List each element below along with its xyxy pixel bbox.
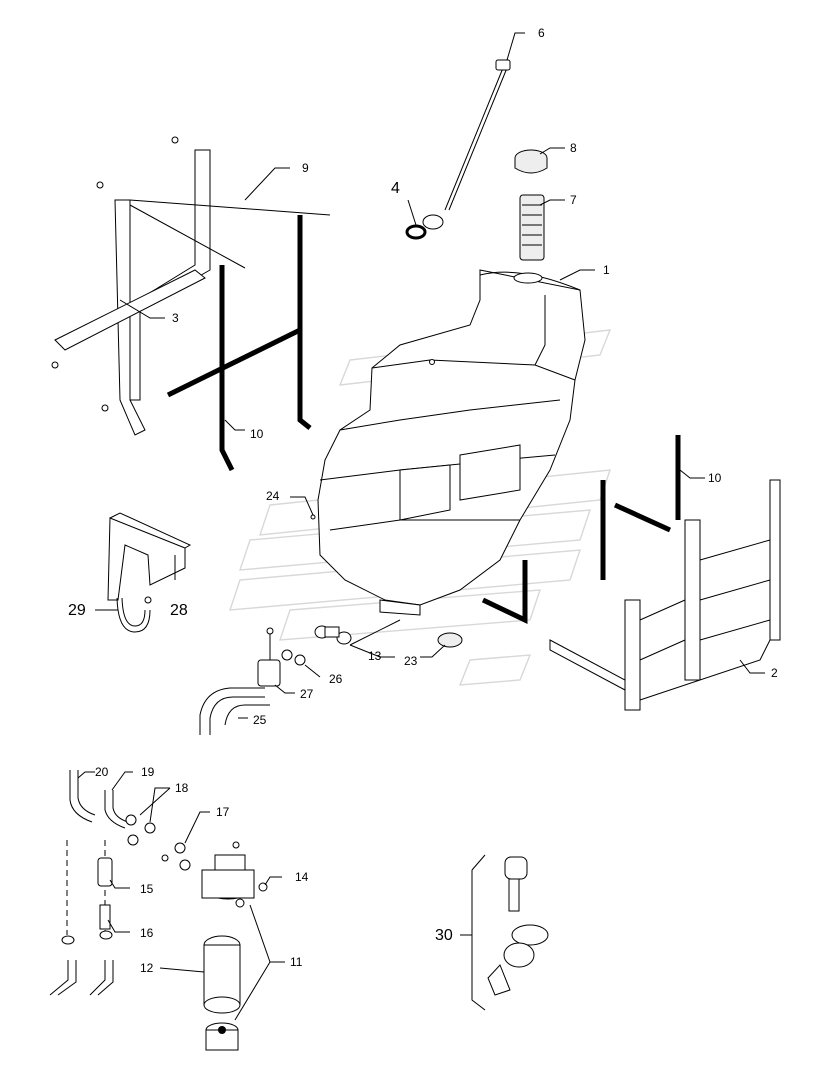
callout-3: 3 xyxy=(172,311,179,325)
callout-6: 6 xyxy=(538,26,545,40)
fuel-filter-head xyxy=(201,841,268,908)
callout-25: 25 xyxy=(253,713,267,727)
small-bracket xyxy=(107,512,192,601)
callout-23: 23 xyxy=(404,654,418,668)
callout-4: 4 xyxy=(391,180,400,197)
callout-17: 17 xyxy=(216,805,230,819)
key-and-cap-kit xyxy=(471,854,549,1011)
fuel-filter-cartridge xyxy=(203,935,241,1051)
callout-8: 8 xyxy=(570,141,577,155)
callout-20: 20 xyxy=(95,765,109,779)
callout-18: 18 xyxy=(175,781,189,795)
hose-lines xyxy=(49,770,129,996)
strap-and-gasket xyxy=(405,59,511,240)
callout-19: 19 xyxy=(141,765,155,779)
callout-27: 27 xyxy=(300,687,314,701)
callout-labels: 1 2 3 4 6 7 8 9 10 10 11 12 13 14 15 16 … xyxy=(68,26,778,975)
left-bracket xyxy=(51,136,331,436)
callout-14: 14 xyxy=(295,870,309,884)
callout-1: 1 xyxy=(603,263,610,277)
strap-left xyxy=(166,215,312,472)
u-clamp xyxy=(116,596,152,633)
filler-cap xyxy=(514,149,548,174)
callout-10-left: 10 xyxy=(250,427,264,441)
callout-24: 24 xyxy=(266,489,280,503)
callout-12: 12 xyxy=(140,961,154,975)
fuel-tank xyxy=(317,269,586,616)
leader-lines xyxy=(77,32,765,1021)
tank-fittings xyxy=(281,514,463,666)
strainer xyxy=(519,194,545,261)
callout-7: 7 xyxy=(570,193,577,207)
callout-26: 26 xyxy=(329,672,343,686)
hoses-and-clamp xyxy=(199,627,281,735)
callout-10-right: 10 xyxy=(708,471,722,485)
callout-2: 2 xyxy=(771,666,778,680)
callout-30: 30 xyxy=(435,927,453,944)
callout-16: 16 xyxy=(140,926,154,940)
callout-28: 28 xyxy=(170,602,188,619)
callout-15: 15 xyxy=(140,882,154,896)
hose-fittings xyxy=(61,814,191,945)
right-bracket xyxy=(549,479,781,711)
callout-13: 13 xyxy=(368,649,382,663)
callout-9: 9 xyxy=(302,161,309,175)
callout-11: 11 xyxy=(290,955,303,969)
callout-29: 29 xyxy=(68,602,86,619)
strap-right xyxy=(481,435,681,624)
